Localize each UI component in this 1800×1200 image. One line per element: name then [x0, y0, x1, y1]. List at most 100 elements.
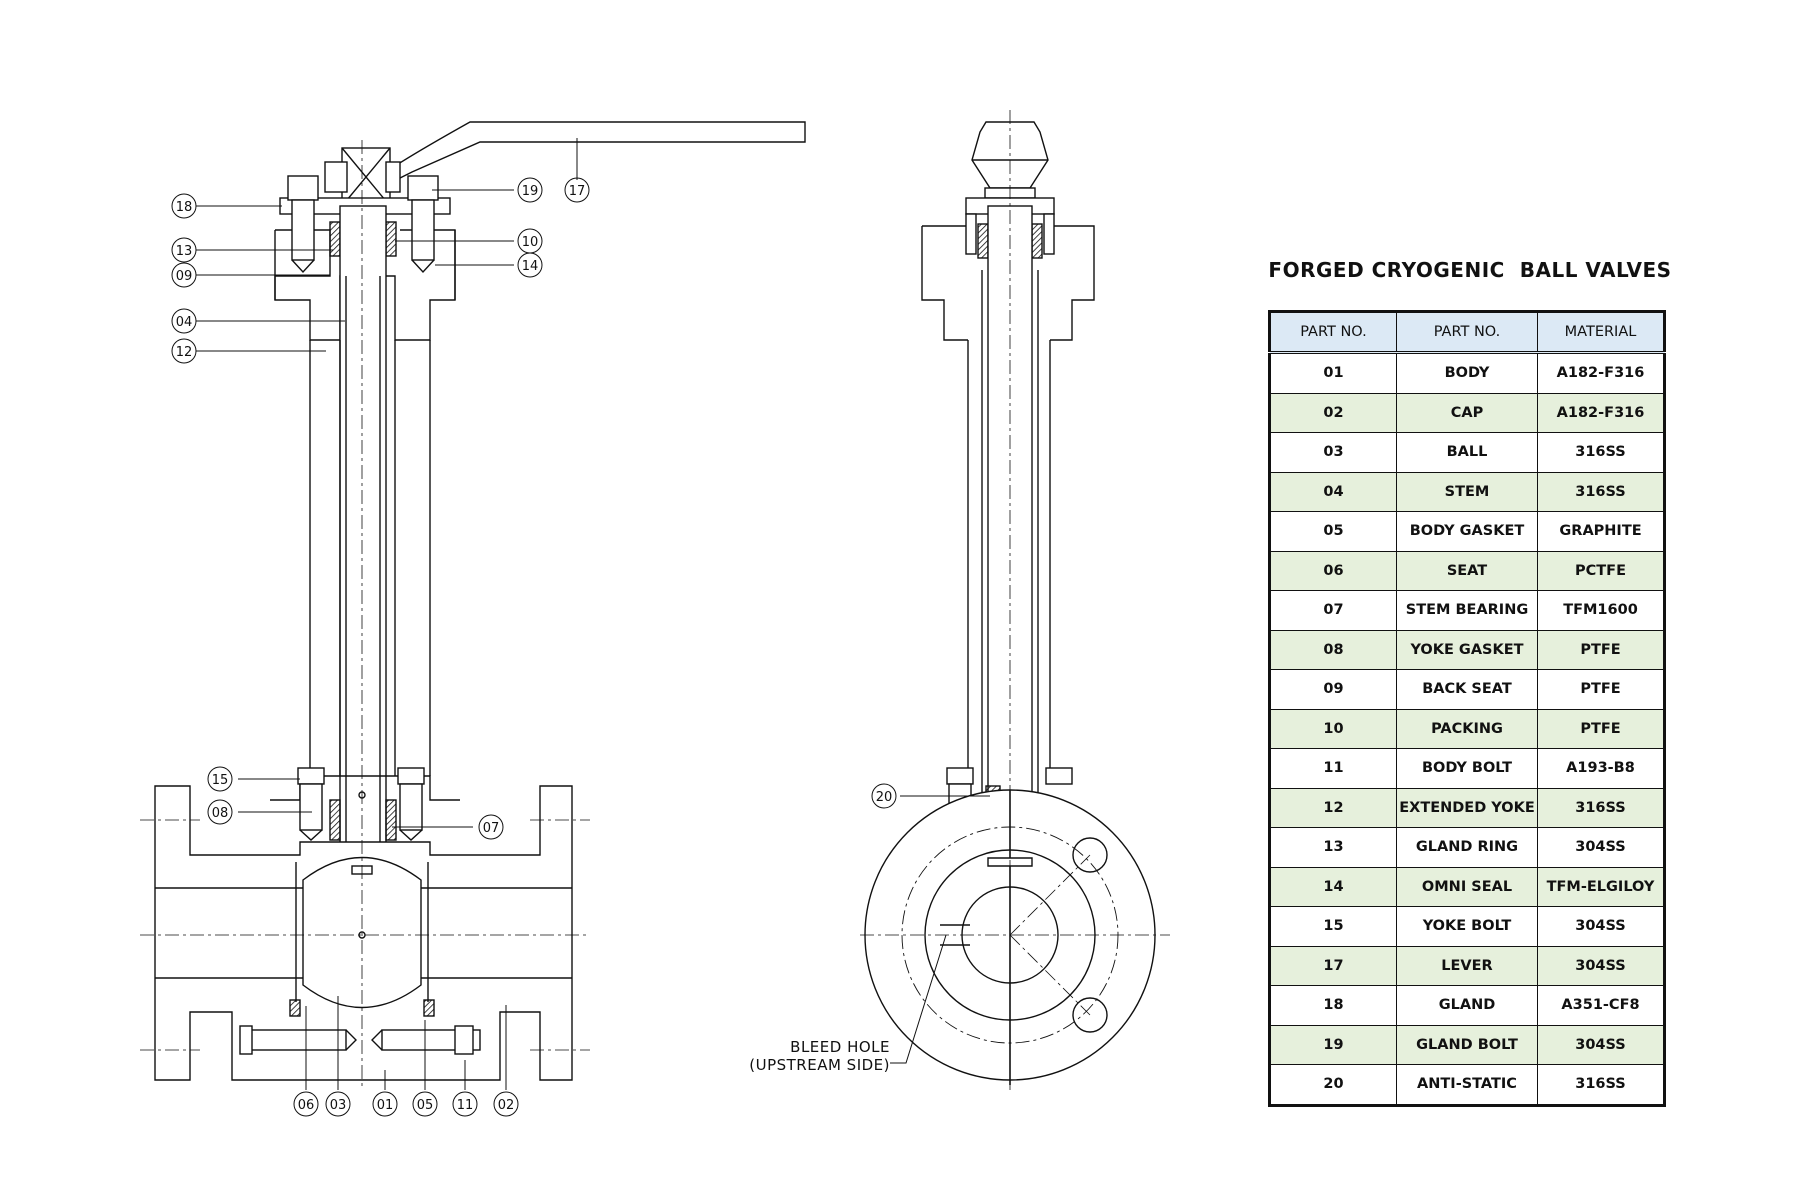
cell-part-no: 03	[1269, 432, 1397, 473]
callout-10: 10	[522, 235, 539, 250]
cell-part-name: CAP	[1396, 392, 1538, 433]
cell-material: A351-CF8	[1537, 985, 1665, 1026]
cell-part-no: 04	[1269, 471, 1397, 512]
callout-06: 06	[298, 1098, 315, 1113]
callout-01: 01	[377, 1098, 394, 1113]
cell-material: PCTFE	[1537, 550, 1665, 591]
front-section-view	[154, 121, 806, 1081]
cell-part-no: 06	[1269, 550, 1397, 591]
header-part-no: PART NO.	[1269, 311, 1397, 354]
table-header-row: PART NO. PART NO. MATERIAL	[1269, 311, 1665, 354]
cell-material: TFM-ELGILOY	[1537, 866, 1665, 907]
callout-bubble-05	[412, 1091, 438, 1117]
callout-bubble-18	[171, 193, 197, 219]
cell-part-no: 08	[1269, 629, 1397, 670]
cell-material: A182-F316	[1537, 392, 1665, 433]
callout-19: 19	[522, 184, 539, 199]
side-centerlines	[860, 110, 1170, 1090]
callout-bubble-09	[171, 262, 197, 288]
callout-09: 09	[176, 269, 193, 284]
cell-part-name: GLAND RING	[1396, 827, 1538, 868]
callout-15: 15	[212, 773, 229, 788]
cell-material: PTFE	[1537, 629, 1665, 670]
cell-part-name: BALL	[1396, 432, 1538, 473]
callout-bubble-08	[207, 799, 233, 825]
cell-part-name: BODY BOLT	[1396, 748, 1538, 789]
table-title: FORGED CRYOGENIC BALL VALVES	[1268, 258, 1672, 282]
cell-material: TFM1600	[1537, 590, 1665, 631]
cell-material: 316SS	[1537, 471, 1665, 512]
part-callouts	[171, 138, 990, 1117]
seat-left	[289, 999, 301, 1017]
cell-part-name: LEVER	[1396, 945, 1538, 986]
callout-bubble-20	[871, 783, 897, 809]
callout-20: 20	[876, 790, 893, 805]
cell-part-name: STEM	[1396, 471, 1538, 512]
callout-14: 14	[522, 259, 539, 274]
cell-material: 316SS	[1537, 787, 1665, 828]
cell-part-name: BODY	[1396, 352, 1538, 394]
callout-04: 04	[176, 315, 193, 330]
cell-part-no: 05	[1269, 511, 1397, 552]
packing	[329, 221, 341, 257]
front-centerlines	[140, 140, 590, 1090]
callout-labels: 18 13 09 04 12 19 17 10 14 15 08 07 06 0…	[176, 184, 893, 1113]
cell-part-no: 11	[1269, 748, 1397, 789]
callout-bubble-02	[493, 1091, 519, 1117]
cell-part-name: BODY GASKET	[1396, 511, 1538, 552]
callout-bubble-11	[452, 1091, 478, 1117]
cell-part-no: 12	[1269, 787, 1397, 828]
cell-part-no: 20	[1269, 1064, 1397, 1106]
cell-part-no: 14	[1269, 866, 1397, 907]
cell-part-name: YOKE GASKET	[1396, 629, 1538, 670]
callout-bubble-13	[171, 237, 197, 263]
callout-18: 18	[176, 200, 193, 215]
cell-part-no: 15	[1269, 906, 1397, 947]
cell-material: 316SS	[1537, 1064, 1665, 1106]
cell-part-name: GLAND BOLT	[1396, 1024, 1538, 1065]
cell-part-name: YOKE BOLT	[1396, 906, 1538, 947]
callout-bubble-01	[372, 1091, 398, 1117]
cell-material: 304SS	[1537, 827, 1665, 868]
callout-03: 03	[330, 1098, 347, 1113]
cell-part-name: ANTI-STATIC	[1396, 1064, 1538, 1106]
cell-part-name: PACKING	[1396, 708, 1538, 749]
stem-bearing	[329, 799, 341, 841]
cell-part-name: SEAT	[1396, 550, 1538, 591]
cell-part-no: 19	[1269, 1024, 1397, 1065]
bleed-hole-note-sub: (UPSTREAM SIDE)	[749, 1056, 890, 1074]
cell-part-no: 09	[1269, 669, 1397, 710]
cell-material: GRAPHITE	[1537, 511, 1665, 552]
stem	[339, 205, 387, 867]
callout-bubble-12	[171, 338, 197, 364]
callout-bubble-19	[517, 177, 543, 203]
cell-material: 304SS	[1537, 906, 1665, 947]
cell-part-name: OMNI SEAL	[1396, 866, 1538, 907]
cell-part-no: 10	[1269, 708, 1397, 749]
cell-part-no: 07	[1269, 590, 1397, 631]
cell-part-no: 13	[1269, 827, 1397, 868]
cell-part-no: 01	[1269, 352, 1397, 394]
callout-08: 08	[212, 806, 229, 821]
bleed-hole-note: BLEED HOLE	[790, 1038, 890, 1056]
lever-handle	[394, 121, 806, 179]
yoke-lower	[270, 775, 460, 801]
